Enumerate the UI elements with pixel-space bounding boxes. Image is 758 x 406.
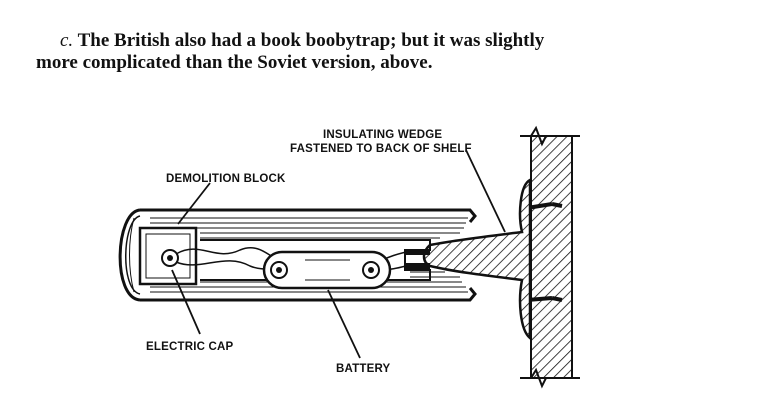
paragraph-marker: c. bbox=[60, 30, 74, 51]
label-wedge-line2: FASTENED TO BACK OF SHELF bbox=[290, 143, 472, 155]
body-paragraph: c. The British also had a book boobytrap… bbox=[36, 30, 736, 74]
demolition-block bbox=[138, 226, 198, 286]
paragraph-line-2: more complicated than the Soviet version… bbox=[36, 52, 433, 73]
paragraph-line-1-text: The British also had a book boobytrap; b… bbox=[77, 30, 545, 51]
label-wedge-line1: INSULATING WEDGE bbox=[323, 129, 442, 141]
insulating-wedge bbox=[422, 177, 532, 341]
electric-cap bbox=[161, 249, 179, 267]
demolition-block-leader-line bbox=[177, 182, 211, 225]
paragraph-line-1: c. The British also had a book boobytrap… bbox=[36, 30, 736, 52]
label-demolition-block: DEMOLITION BLOCK bbox=[166, 173, 286, 185]
label-battery: BATTERY bbox=[336, 363, 391, 375]
battery bbox=[262, 250, 392, 290]
battery-leader-line bbox=[327, 289, 361, 359]
shelf-wall bbox=[520, 125, 580, 389]
leader-lines bbox=[171, 149, 506, 359]
wedge-leader-line bbox=[465, 149, 506, 233]
label-electric-cap: ELECTRIC CAP bbox=[146, 341, 234, 353]
electric-cap-leader-line bbox=[171, 269, 201, 335]
